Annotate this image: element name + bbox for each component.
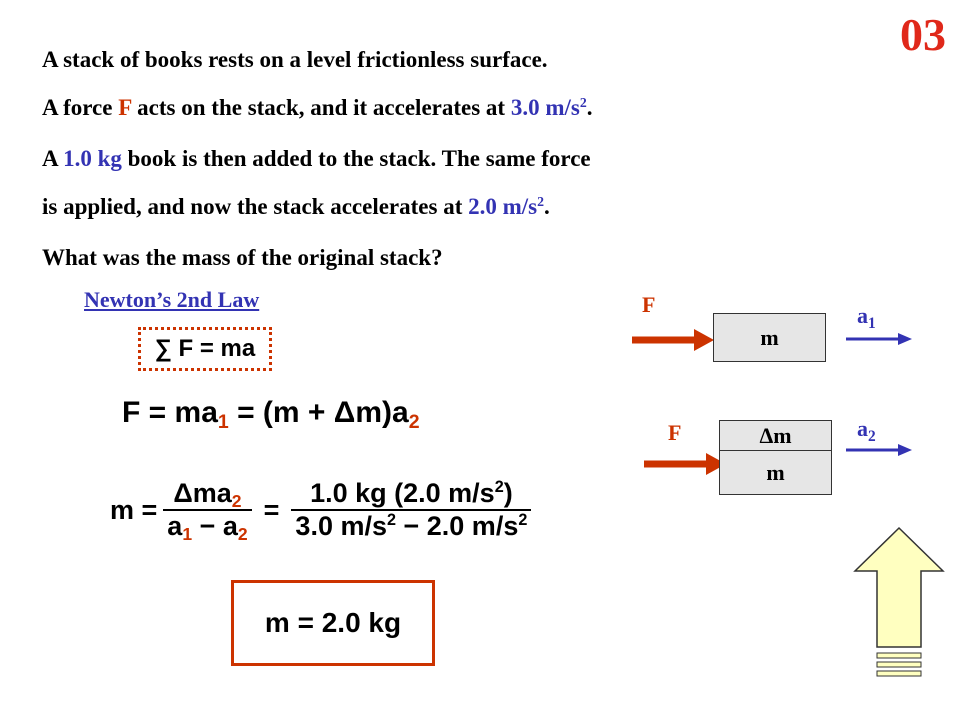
answer-text: m = 2.0 kg bbox=[264, 607, 402, 638]
equation-mass: m = Δma2 a1 − a2 = 1.0 kg (2.0 m/s2) 3.0… bbox=[110, 478, 532, 544]
force-label-1: F bbox=[642, 292, 656, 317]
slide-number: 03 bbox=[900, 9, 946, 60]
answer-box: m = 2.0 kg bbox=[231, 580, 435, 666]
equation-force: F = ma1 = (m + Δm)a2 bbox=[122, 396, 420, 433]
problem-statement: A stack of books rests on a level fricti… bbox=[42, 36, 593, 282]
red-arrow-icon bbox=[632, 329, 714, 351]
acceleration-label-2: a2 bbox=[857, 416, 876, 445]
delta-mass-box: Δm bbox=[719, 420, 832, 451]
fraction-numeric: 1.0 kg (2.0 m/s2) 3.0 m/s2 − 2.0 m/s2 bbox=[291, 478, 532, 542]
blue-arrow-icon bbox=[846, 333, 912, 345]
fraction-symbolic: Δma2 a1 − a2 bbox=[163, 478, 252, 544]
problem-line-3: A 1.0 kg book is then added to the stack… bbox=[42, 146, 591, 171]
mass-box-1: m bbox=[713, 313, 826, 362]
up-arrow-icon[interactable] bbox=[852, 525, 946, 703]
problem-line-5: What was the mass of the original stack? bbox=[42, 245, 443, 270]
blue-arrow-icon bbox=[846, 444, 912, 456]
red-arrow-icon bbox=[644, 453, 726, 475]
problem-line-4: is applied, and now the stack accelerate… bbox=[42, 193, 550, 219]
newton-equation: ∑ F = ma bbox=[154, 335, 256, 362]
newtons-law-link[interactable]: Newton’s 2nd Law bbox=[84, 287, 260, 312]
problem-line-2: A force F acts on the stack, and it acce… bbox=[42, 94, 593, 120]
acceleration-label-1: a1 bbox=[857, 303, 876, 332]
problem-line-1: A stack of books rests on a level fricti… bbox=[42, 47, 548, 72]
force-label-2: F bbox=[668, 420, 682, 445]
mass-box-2: m bbox=[719, 450, 832, 495]
newton-equation-box: ∑ F = ma bbox=[138, 327, 272, 371]
